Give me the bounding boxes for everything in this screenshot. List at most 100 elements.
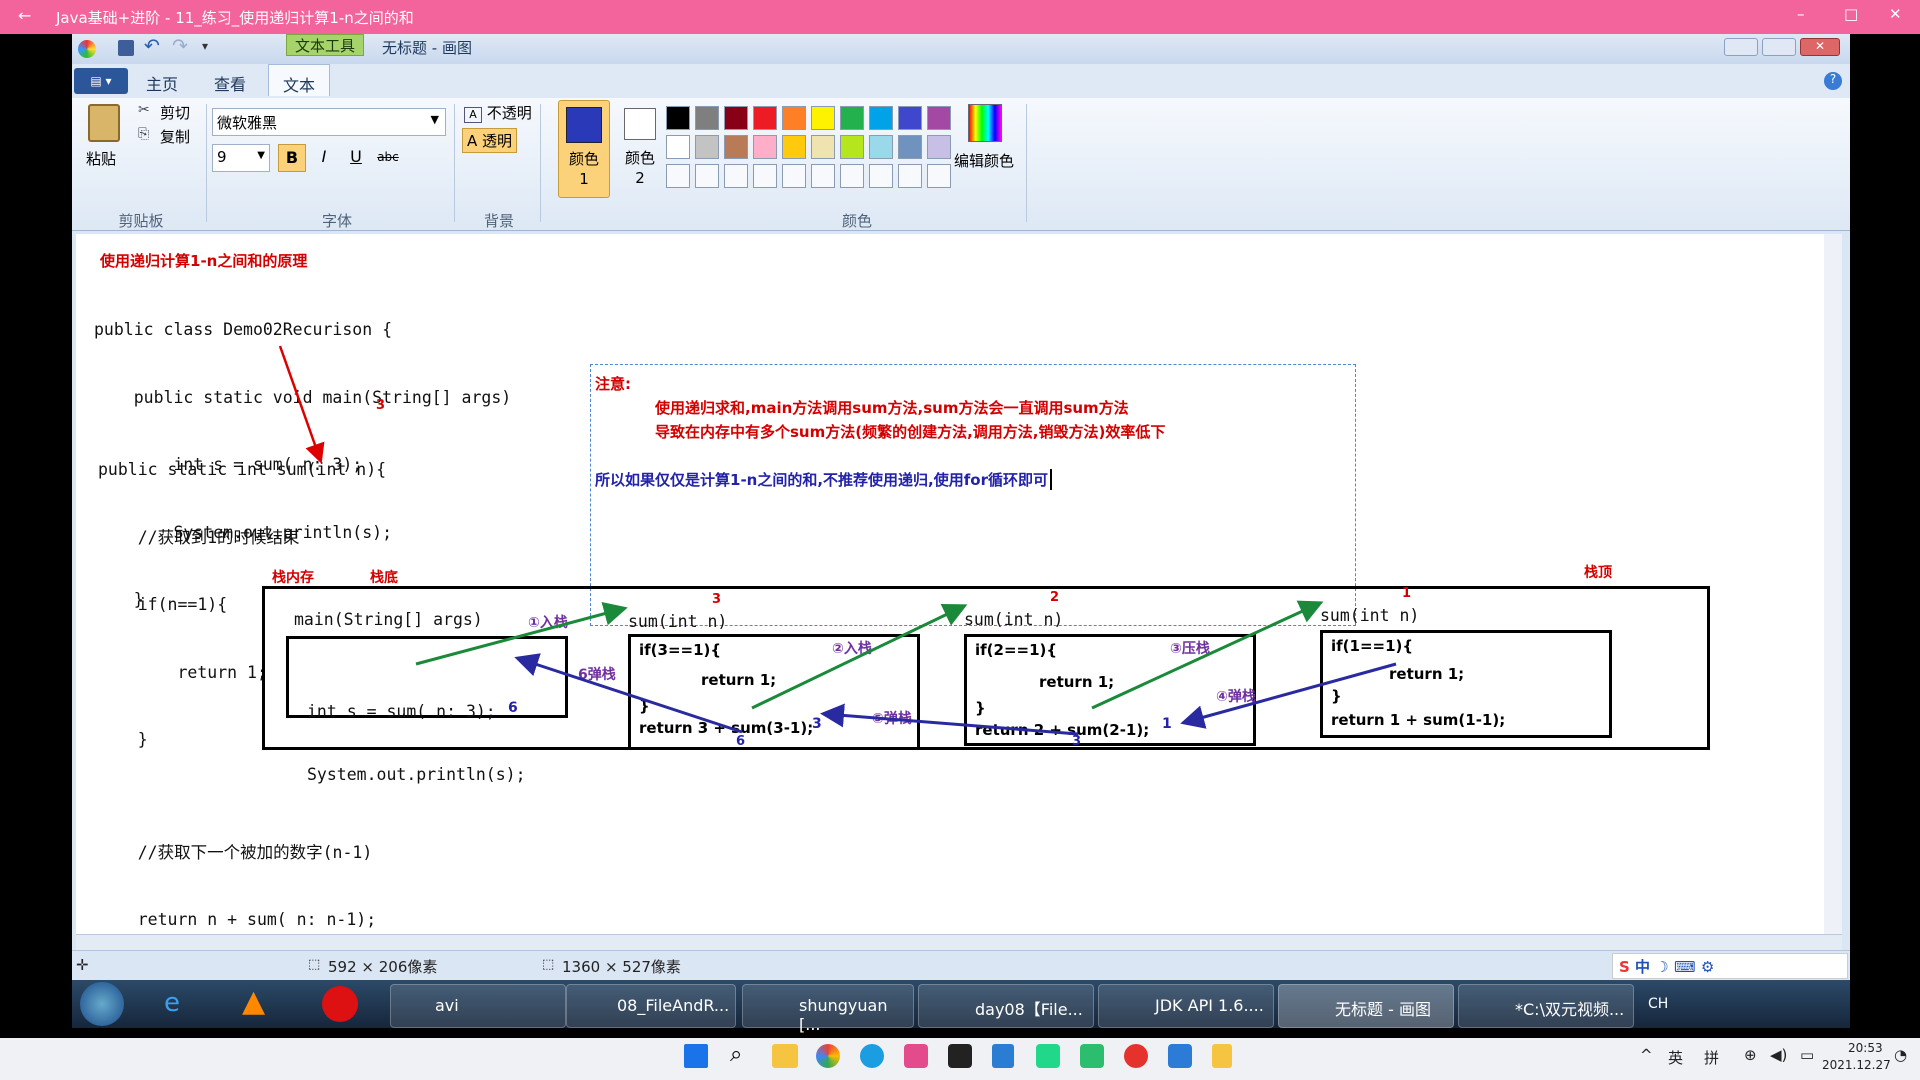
text-selection-box[interactable]: 注意: 使用递归求和,main方法调用sum方法,sum方法会一直调用sum方法… xyxy=(590,364,1356,626)
vertical-scrollbar[interactable] xyxy=(1824,234,1842,934)
font-family-select[interactable]: 微软雅黑▼ xyxy=(212,108,446,136)
chrome-icon[interactable] xyxy=(816,1044,840,1068)
font-size-select[interactable]: 9▼ xyxy=(212,144,270,172)
palette-swatch[interactable] xyxy=(666,135,690,159)
transparent-button[interactable]: A 透明 xyxy=(462,128,518,153)
network-icon[interactable]: ⊕ xyxy=(1744,1046,1757,1064)
palette-swatch[interactable] xyxy=(811,135,835,159)
minimize-button[interactable]: – xyxy=(1797,5,1805,23)
palette-swatch[interactable] xyxy=(927,135,951,159)
ime-lang[interactable]: 英 xyxy=(1668,1049,1684,1067)
paint-app-icon[interactable] xyxy=(78,40,96,58)
tab-text[interactable]: 文本 xyxy=(268,64,331,96)
palette-swatch[interactable] xyxy=(753,106,777,130)
taskbar-item[interactable]: *C:\双元视频... xyxy=(1458,984,1634,1028)
close-button[interactable]: ✕ xyxy=(1889,5,1902,23)
palette-swatch[interactable] xyxy=(724,106,748,130)
palette-swatch[interactable] xyxy=(869,164,893,188)
volume-icon[interactable]: ◀) xyxy=(1770,1046,1788,1064)
paint-minimize-button[interactable] xyxy=(1724,38,1758,56)
taskbar-item-active[interactable]: 无标题 - 画图 xyxy=(1278,984,1454,1028)
palette-swatch[interactable] xyxy=(695,106,719,130)
taskbar-item[interactable]: shungyuan [... xyxy=(742,984,914,1034)
italic-button[interactable]: I xyxy=(321,147,327,166)
opaque-button[interactable]: A 不透明 xyxy=(464,102,532,123)
customize-icon[interactable]: ▾ xyxy=(202,39,209,53)
paint-close-button[interactable]: ✕ xyxy=(1800,38,1840,56)
paste-button[interactable]: 粘贴 xyxy=(86,150,117,168)
chevron-up-icon[interactable]: ^ xyxy=(1640,1046,1653,1064)
palette-swatch[interactable] xyxy=(695,164,719,188)
edit-colors-button[interactable]: 编辑颜色 xyxy=(954,152,1015,170)
palette-swatch[interactable] xyxy=(927,106,951,130)
palette-swatch[interactable] xyxy=(927,164,951,188)
recorder-icon[interactable] xyxy=(322,986,358,1022)
tab-home[interactable]: 主页 xyxy=(146,75,179,94)
redo-icon[interactable]: ↷ xyxy=(172,35,188,57)
file-explorer-icon[interactable] xyxy=(772,1044,798,1068)
palette-swatch[interactable] xyxy=(666,106,690,130)
paint-menu-button[interactable]: ▤ ▾ xyxy=(74,68,128,94)
help-icon[interactable]: ? xyxy=(1824,72,1842,90)
taskbar-item[interactable]: day08【File... xyxy=(918,984,1094,1028)
paste-icon[interactable] xyxy=(88,104,120,142)
palette-swatch[interactable] xyxy=(782,106,806,130)
save-icon[interactable] xyxy=(118,40,134,56)
palette-swatch[interactable] xyxy=(782,135,806,159)
palette-swatch[interactable] xyxy=(811,164,835,188)
back-icon[interactable]: ← xyxy=(18,6,32,25)
ime-pinyin[interactable]: 拼 xyxy=(1704,1049,1720,1067)
paint-restore-button[interactable] xyxy=(1762,38,1796,56)
palette-swatch[interactable] xyxy=(898,164,922,188)
palette-swatch[interactable] xyxy=(724,135,748,159)
app-icon-2[interactable] xyxy=(1212,1044,1232,1068)
vlc-icon[interactable]: ▲ xyxy=(242,984,266,1019)
clock-time[interactable]: 20:53 xyxy=(1848,1041,1883,1055)
palette-swatch[interactable] xyxy=(869,135,893,159)
notepad-icon[interactable] xyxy=(992,1044,1014,1068)
palette-swatch[interactable] xyxy=(695,135,719,159)
edit-colors-icon[interactable] xyxy=(968,104,1002,142)
palette-swatch[interactable] xyxy=(869,106,893,130)
cut-button[interactable]: 剪切 xyxy=(160,104,191,122)
strikethrough-button[interactable]: abc xyxy=(377,150,399,164)
palette-swatch[interactable] xyxy=(753,135,777,159)
language-indicator[interactable]: CH xyxy=(1648,996,1669,1012)
pycharm-icon[interactable] xyxy=(1036,1044,1060,1068)
color1-button[interactable]: 颜色 1 xyxy=(558,100,610,198)
palette-swatch[interactable] xyxy=(840,106,864,130)
horizontal-scrollbar[interactable] xyxy=(76,934,1842,950)
drawing-canvas[interactable]: 使用递归计算1-n之间和的原理 public class Demo02Recur… xyxy=(76,234,1842,997)
palette-swatch[interactable] xyxy=(840,164,864,188)
palette-swatch[interactable] xyxy=(811,106,835,130)
undo-icon[interactable]: ↶ xyxy=(144,35,160,57)
windows-start-icon[interactable] xyxy=(684,1044,708,1068)
maximize-button[interactable]: □ xyxy=(1844,5,1859,23)
palette-swatch[interactable] xyxy=(898,135,922,159)
player-icon[interactable] xyxy=(1080,1044,1104,1068)
palette-swatch[interactable] xyxy=(898,106,922,130)
taskbar-item[interactable]: 08_FileAndR... xyxy=(566,984,736,1028)
bold-button[interactable]: B xyxy=(278,144,306,172)
ime-toolbar[interactable]: S 中 ☽ ⌨ ⚙ xyxy=(1612,953,1848,979)
clock-date[interactable]: 2021.12.27 xyxy=(1822,1058,1891,1072)
palette-swatch[interactable] xyxy=(666,164,690,188)
app-icon[interactable] xyxy=(904,1044,928,1068)
ie-icon[interactable]: e xyxy=(164,988,180,1018)
start-button[interactable] xyxy=(80,982,124,1026)
palette-swatch[interactable] xyxy=(753,164,777,188)
edge-icon[interactable] xyxy=(860,1044,884,1068)
color2-button[interactable]: 颜色 2 xyxy=(614,100,666,198)
netease-music-icon[interactable] xyxy=(1124,1044,1148,1068)
copy-button[interactable]: 复制 xyxy=(160,128,191,146)
tab-view[interactable]: 查看 xyxy=(214,75,247,94)
search-icon[interactable]: ⌕ xyxy=(730,1042,743,1067)
palette-swatch[interactable] xyxy=(724,164,748,188)
battery-icon[interactable]: ▭ xyxy=(1800,1046,1815,1064)
palette-swatch[interactable] xyxy=(840,135,864,159)
intellij-icon[interactable] xyxy=(948,1044,972,1068)
vscode-icon[interactable] xyxy=(1168,1044,1192,1068)
taskbar-item[interactable]: avi xyxy=(390,984,566,1028)
palette-swatch[interactable] xyxy=(782,164,806,188)
taskbar-item[interactable]: JDK API 1.6.... xyxy=(1098,984,1274,1028)
